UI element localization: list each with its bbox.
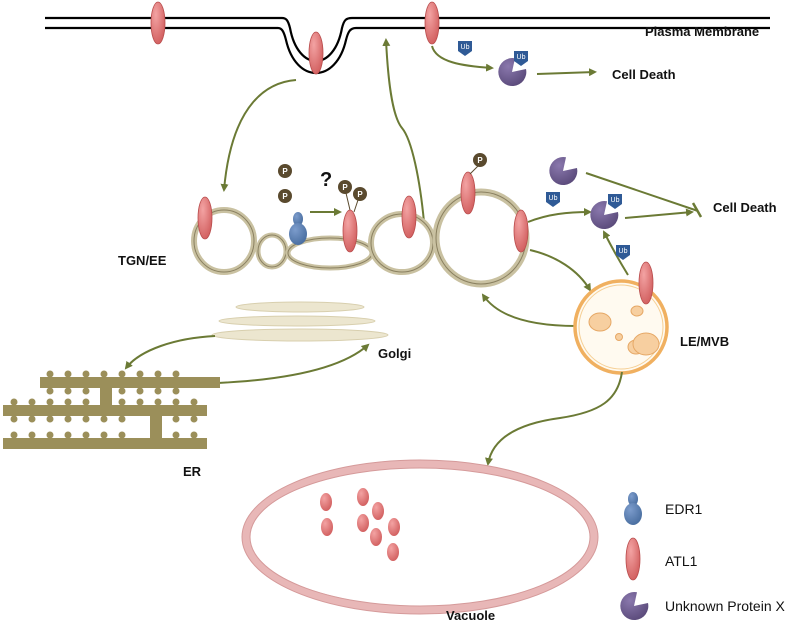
p-tag-1: P [278,164,292,178]
le-mvb-compartment [573,279,669,375]
inhibit-bar [691,202,703,218]
ub-tag-right-2: Ub [608,194,622,209]
unknown-protein-x-free [549,157,578,186]
svg-text:P: P [282,167,288,176]
arrow-to-cell-death-top [536,68,597,77]
legend-atl1-label: ATL1 [665,553,698,569]
atl1-pm-1 [150,1,166,45]
atl1-tgn-2 [342,209,358,253]
p-link-1 [345,192,351,211]
plasma-membrane-label: Plasma Membrane [645,24,759,39]
legend-edr1-label: EDR1 [665,501,703,517]
svg-text:Ub: Ub [461,44,470,51]
p-link-2 [353,199,359,213]
vacuole [241,459,599,615]
golgi-label: Golgi [378,346,411,361]
p-link-3 [469,165,479,175]
atl1-mvb [638,261,654,305]
arrow-mvb-to-tgn [481,293,577,327]
le-mvb-label: LE/MVB [680,334,729,349]
atl1-tgn-5 [513,209,529,253]
atl1-tgn-4 [460,171,476,215]
legend: EDR1 ATL1 Unknown Protein X [620,492,786,621]
svg-text:Ub: Ub [517,54,526,61]
tgn-ee-compartments [191,188,530,288]
legend-atl1: ATL1 [625,537,698,581]
cell-death-right-label: Cell Death [713,200,777,215]
svg-text:P: P [357,190,363,199]
golgi-stack [211,301,389,342]
question-mark: ? [320,169,332,191]
arrow-pm-to-x [431,45,494,72]
ub-tag-top-2: Ub [514,51,528,66]
ub-tag-right-3: Ub [616,245,630,260]
atl1-legend-icon [625,537,641,581]
cell-death-top-label: Cell Death [612,67,676,82]
edr1-tgn [289,212,307,245]
er-network [3,370,220,449]
atl1-tgn-1 [197,196,213,240]
unknown-protein-x-legend-icon [620,592,649,621]
atl1-tgn-3 [401,195,417,239]
edr1-legend-icon [624,492,642,525]
er-label: ER [183,464,202,479]
ub-tag-right-1: Ub [546,192,560,207]
legend-protein-x: Unknown Protein X [620,592,786,621]
p-tag-5: P [473,153,487,167]
arrow-golgi-to-er [124,335,216,370]
vacuole-label: Vacuole [446,608,495,623]
legend-protein-x-label: Unknown Protein X [665,598,786,614]
arrow-tgn-to-x [527,208,592,223]
atl1-pm-2 [424,1,440,45]
p-tag-3: P [338,180,352,194]
inhibit-line [585,172,699,212]
atl1-vacuole-cluster [320,488,400,561]
arrow-recycling [382,38,425,223]
arrow-endocytosis [220,79,297,192]
svg-text:P: P [342,183,348,192]
p-tag-2: P [278,189,292,203]
svg-text:P: P [282,192,288,201]
arrow-tgn-to-mvb [529,249,592,292]
svg-text:Ub: Ub [549,195,558,202]
tgn-ee-label: TGN/EE [118,253,167,268]
svg-text:P: P [477,156,483,165]
legend-edr1: EDR1 [624,492,703,525]
arrow-to-cell-death-right [624,208,694,219]
ub-tag-top-1: Ub [458,41,472,56]
p-tag-4: P [353,187,367,201]
svg-text:Ub: Ub [619,248,628,255]
atl1-pit [308,31,324,75]
arrow-er-to-golgi [217,343,370,384]
arrow-mvb-to-vacuole [485,371,623,466]
svg-text:Ub: Ub [611,197,620,204]
